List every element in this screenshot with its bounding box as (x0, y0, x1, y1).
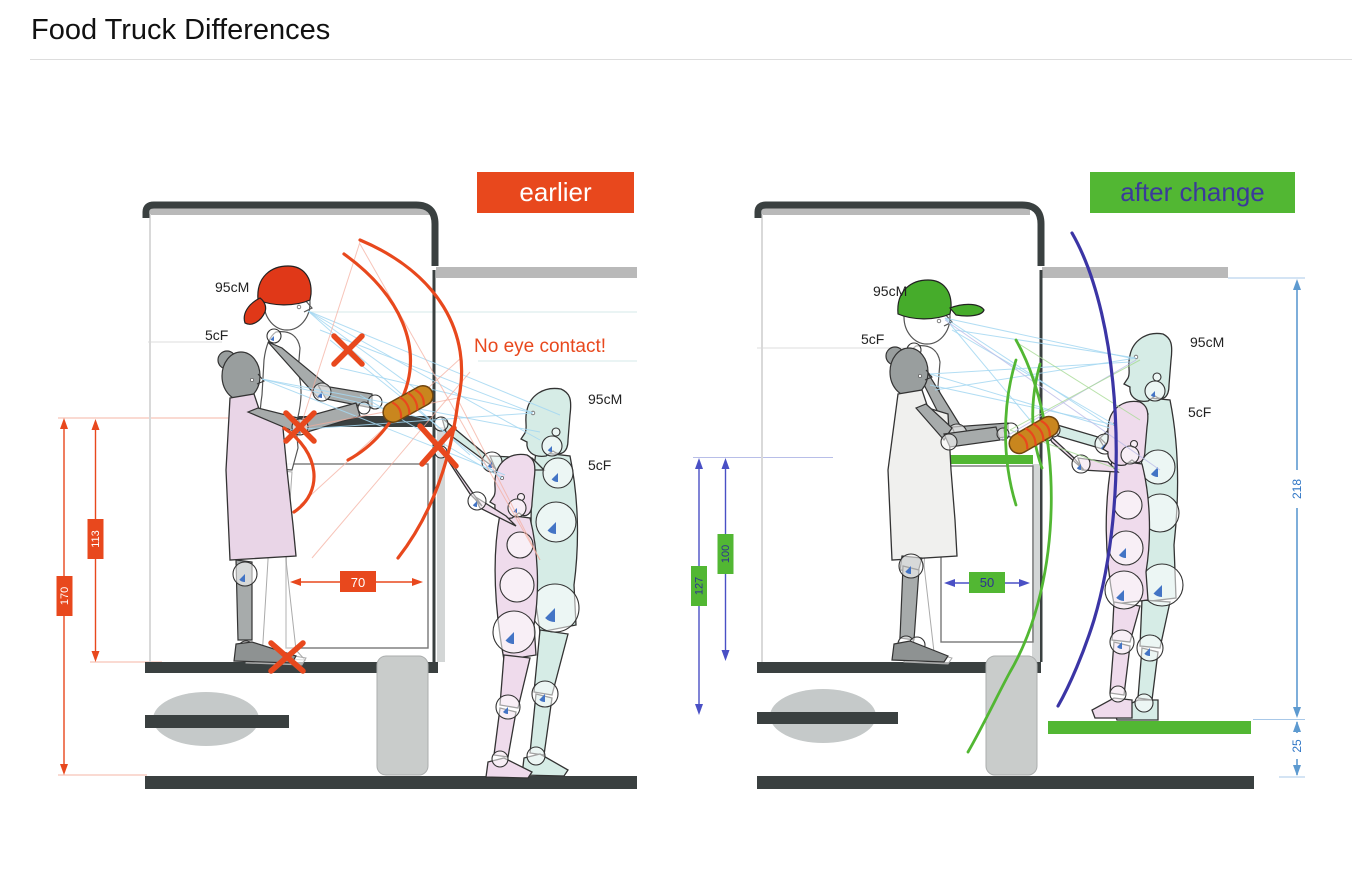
badge-after-change-label: after change (1120, 177, 1265, 207)
truck-skirt (145, 715, 289, 728)
server-female-head (221, 351, 261, 401)
server-female-figure (217, 350, 371, 666)
dimension-25: 25 (1290, 721, 1304, 776)
title-divider (30, 59, 1352, 60)
server-male-label: 95cM (215, 279, 249, 295)
dim-170-label: 170 (59, 587, 71, 605)
server-female-label: 5cF (861, 331, 884, 347)
customer-male-ear (551, 427, 561, 437)
truck-floor (145, 662, 438, 673)
red-cap (257, 265, 312, 306)
under-counter-box (285, 463, 429, 649)
server-male-eye (936, 318, 942, 324)
customer-female-figure (1040, 400, 1151, 719)
dimension-127: 127 (691, 458, 707, 715)
no-eye-contact-note: No eye contact! (474, 336, 606, 357)
support-leg (985, 655, 1038, 776)
truck-frame (754, 201, 1045, 266)
panel-after-change: 127 100 50 218 (691, 172, 1305, 789)
truck-roof-rim (762, 208, 1030, 215)
truck-frame (142, 201, 439, 266)
dim-70-label: 70 (351, 575, 365, 590)
server-male-nose (303, 299, 313, 313)
customer-male-label: 95cM (588, 391, 622, 407)
truck-skirt (757, 712, 898, 724)
baguette (382, 385, 434, 423)
baguette (1008, 415, 1060, 455)
dimension-113: 113 (87, 419, 104, 662)
customer-female-label: 5cF (1188, 404, 1211, 420)
badge-earlier-label: earlier (519, 177, 592, 207)
dim-113-label: 113 (90, 530, 102, 548)
server-female-nose (924, 369, 933, 381)
customer-female-foot (1091, 697, 1133, 719)
page-title: Food Truck Differences (31, 14, 331, 46)
truck-floor (757, 662, 1041, 673)
badge-earlier: earlier (477, 172, 634, 213)
customer-female-figure (434, 445, 539, 779)
green-cap (897, 279, 952, 320)
dimension-50: 50 (944, 572, 1030, 593)
dim-50-label: 50 (980, 575, 994, 590)
dim-100-label: 100 (720, 545, 732, 563)
pink-apron (225, 393, 297, 561)
dimension-100: 100 (717, 458, 734, 661)
dim-218-label: 218 (1290, 479, 1304, 499)
server-female-foot (891, 640, 949, 663)
server-female-eye (918, 373, 923, 378)
window-sill-strip (437, 427, 445, 662)
panel-earlier: 170 113 70 95cM 5cF 95cM 5cF No eye cont… (56, 172, 637, 789)
dim-127-label: 127 (694, 577, 706, 595)
badge-after-change: after change (1090, 172, 1295, 213)
truck-body-left (142, 201, 637, 789)
dimension-70: 70 (290, 571, 423, 592)
window-sill-strip (1032, 464, 1040, 662)
sight-lines-right (929, 317, 1161, 471)
green-cap-brim (948, 303, 985, 317)
dimension-170: 170 (56, 418, 73, 775)
customer-male-label: 95cM (1190, 334, 1224, 350)
server-male-label: 95cM (873, 283, 907, 299)
customer-female-label: 5cF (588, 457, 611, 473)
customer-platform (1048, 721, 1251, 734)
awning (1042, 267, 1228, 278)
server-female-eye (249, 377, 254, 382)
server-female-figure (885, 346, 1010, 665)
truck-body-right (754, 201, 1254, 789)
support-leg (376, 655, 429, 776)
dimension-218: 218 (1290, 279, 1304, 718)
server-female-head (889, 347, 929, 397)
reach-arcs-after (966, 231, 1118, 754)
truck-roof-rim (150, 208, 430, 215)
server-male-eye (296, 304, 302, 310)
server-female-upper-arm (914, 403, 953, 441)
dim-25-label: 25 (1290, 739, 1304, 753)
server-female-nose (256, 373, 265, 385)
x-marks (268, 333, 459, 674)
awning (436, 267, 637, 278)
server-female-label: 5cF (205, 327, 228, 343)
customer-male-ear (1152, 372, 1162, 382)
lowered-counter (941, 455, 1033, 464)
street (757, 776, 1254, 789)
reach-lines-left (299, 241, 541, 561)
street (145, 776, 637, 789)
red-cap-brim (243, 297, 267, 325)
counter (283, 416, 432, 427)
